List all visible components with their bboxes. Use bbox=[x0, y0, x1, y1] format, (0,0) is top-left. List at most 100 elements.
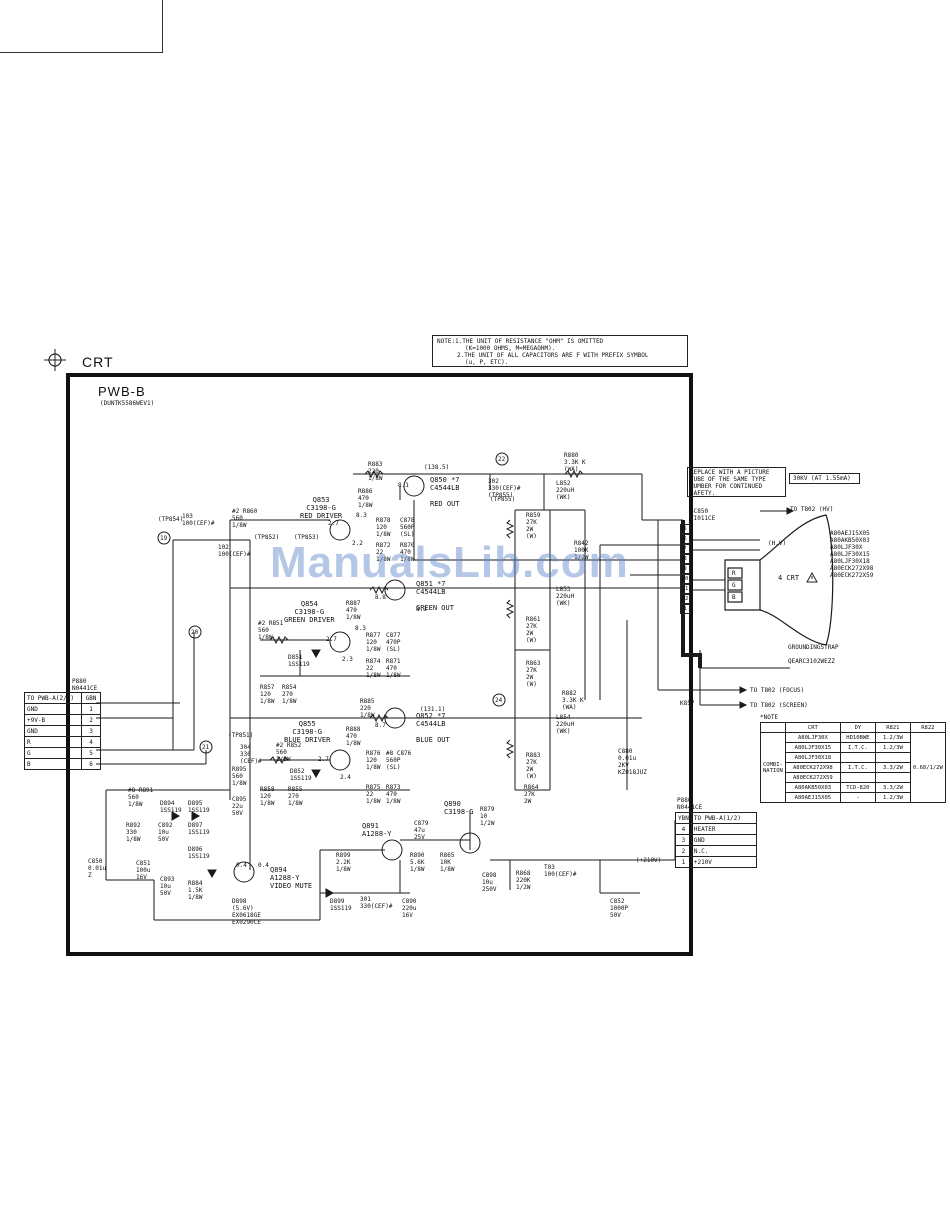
replace-line-3: NUMBER FOR CONTINUED bbox=[690, 483, 763, 490]
component-r899-line: 2.2K bbox=[336, 859, 351, 866]
combination-header-blank bbox=[760, 722, 786, 733]
component-r880-line: R880 bbox=[564, 452, 579, 459]
component-r859-line: R859 bbox=[526, 512, 541, 519]
q855-type: C3198-G bbox=[292, 728, 322, 736]
test-point-21: 21 bbox=[202, 744, 210, 751]
component-c880-line: KZ018JUZ bbox=[618, 769, 647, 776]
voltage-q855-e: 2.4 bbox=[340, 774, 351, 781]
combination-row: A80AEJ15X05-1.2/3W bbox=[761, 792, 946, 803]
component-r876-line: R876 bbox=[366, 750, 381, 757]
component-c852-line: 1000P bbox=[610, 905, 629, 912]
q852-type: C4544LB bbox=[416, 720, 446, 728]
component-c876-line: 560P bbox=[386, 757, 401, 764]
combination-cell: A80LJF30X18 bbox=[784, 752, 841, 763]
component-r851-line: #2 R851 bbox=[258, 620, 284, 627]
voltage-q852-base: 8.7 bbox=[375, 722, 386, 729]
component-r874-line: R874 bbox=[366, 658, 381, 665]
component-c303-line: 100(CEF)# bbox=[544, 871, 577, 878]
component-l854-line: 220uH bbox=[556, 721, 575, 728]
pin-number: 1 bbox=[81, 703, 101, 715]
component-c877-line: (SL) bbox=[386, 646, 401, 653]
component-d895-line: 1SS119 bbox=[188, 807, 210, 814]
component-r882-line: (WA) bbox=[562, 704, 577, 711]
crt-type-item: A80AEJ15X05 bbox=[830, 530, 870, 537]
component-r851-line: 1/8W bbox=[258, 634, 273, 641]
component-r865-line: R865 bbox=[440, 852, 455, 859]
component-r890-line: R890 bbox=[410, 852, 425, 859]
pin-number: 1 bbox=[675, 856, 692, 868]
component-d852-line: D852 bbox=[290, 768, 305, 775]
component-r873-line: R873 bbox=[386, 784, 401, 791]
component-r875-line: 1/8W bbox=[366, 798, 381, 805]
component-r879-line: 1/2W bbox=[480, 820, 495, 827]
pin-number: 4 bbox=[675, 823, 692, 835]
component-c890-line: 16V bbox=[402, 912, 413, 919]
units-note: NOTE:1.THE UNIT OF RESISTANCE "OHM" IS O… bbox=[432, 335, 688, 367]
component-r873-line: 470 bbox=[386, 791, 397, 798]
component-c851-line: C851 bbox=[136, 860, 151, 867]
component-r879-line: R879 bbox=[480, 806, 495, 813]
component-r874-line: 22 bbox=[366, 665, 374, 672]
component-c102-line: 100(CEF)# bbox=[218, 551, 251, 558]
combination-cell: 3.3/2W bbox=[874, 782, 911, 793]
component-l853-line: (WK) bbox=[556, 600, 571, 607]
combination-cell: - bbox=[839, 792, 876, 803]
component-c302-line: 302 bbox=[488, 478, 499, 485]
p880-right-code: YBN bbox=[675, 812, 692, 824]
voltage-blue-out: (131.1) bbox=[420, 706, 446, 713]
component-c893-line: 50V bbox=[160, 890, 171, 897]
component-c878-line: C878 bbox=[400, 517, 415, 524]
component-l852-line: 220uH bbox=[556, 487, 575, 494]
component-c301-line: 301 bbox=[360, 896, 371, 903]
component-c895-line: 22u bbox=[232, 803, 243, 810]
test-point-22: 22 bbox=[498, 456, 506, 463]
combination-cell: 1.2/3W bbox=[874, 792, 911, 803]
component-d897-line: D897 bbox=[188, 822, 203, 829]
combination-cell: 1.2/3W bbox=[874, 732, 911, 743]
component-c301-line: 330(CEF)# bbox=[360, 903, 393, 910]
component-r892-line: R892 bbox=[126, 822, 141, 829]
component-r842-line: 1/2W bbox=[574, 554, 589, 561]
q854-type: C3198-G bbox=[294, 608, 325, 616]
component-r871-line: R871 bbox=[386, 658, 401, 665]
component-r857-line: 1/8W bbox=[260, 698, 275, 705]
component-l852-line: L852 bbox=[556, 480, 571, 487]
component-r875-line: R875 bbox=[366, 784, 381, 791]
component-r876-line: 120 bbox=[366, 757, 377, 764]
component-c898-line: 250V bbox=[482, 886, 497, 893]
component-r882-line: 3.3K K bbox=[562, 697, 584, 704]
q854-ref: Q854 bbox=[300, 600, 318, 608]
crt-gun-r: R bbox=[732, 570, 736, 577]
crt-hv-tag: (H.V) bbox=[768, 540, 787, 547]
component-c876-line: (SL) bbox=[386, 764, 401, 771]
q851-role: GREEN OUT bbox=[416, 604, 454, 612]
component-c892-line: C892 bbox=[158, 822, 173, 829]
pin-label: B bbox=[24, 758, 82, 770]
crt-to-hv: TO T802 (HV) bbox=[790, 506, 834, 513]
q894-label: Q894 A1288-Y VIDEO MUTE bbox=[270, 866, 312, 890]
test-point-24: 24 bbox=[495, 697, 503, 704]
combination-cell: 1.2/3W bbox=[874, 742, 911, 753]
test-point-tp854: (TP854) bbox=[158, 516, 184, 523]
component-r858-line: R858 bbox=[260, 786, 275, 793]
component-r855-line: R855 bbox=[288, 786, 303, 793]
voltage-q894-e: 0.4 bbox=[258, 862, 269, 869]
component-r895-line: 560 bbox=[232, 773, 243, 780]
component-r852-line: 560 bbox=[276, 749, 287, 756]
crt-type-item: A80LJF30X18 bbox=[830, 558, 870, 565]
component-r883-line: 220 bbox=[368, 468, 379, 475]
